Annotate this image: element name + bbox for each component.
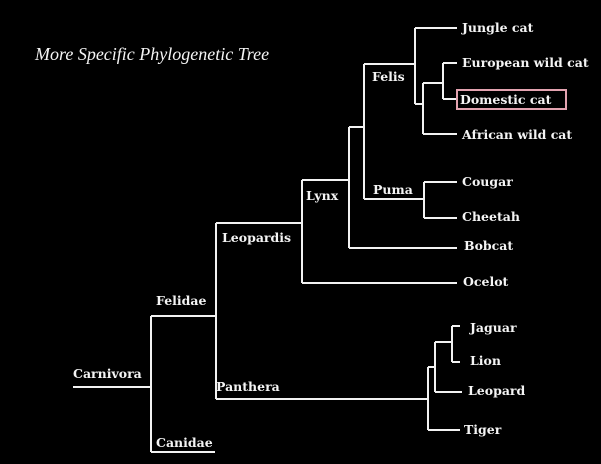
leaf-lion: Lion	[470, 353, 501, 368]
tree-branches	[73, 27, 462, 453]
leaf-cougar: Cougar	[462, 174, 513, 189]
branch-felidae	[215, 222, 428, 400]
leaf-african-wild-cat: African wild cat	[461, 127, 572, 142]
branch-panthera	[427, 325, 462, 431]
leaf-jungle-cat: Jungle cat	[461, 20, 534, 35]
branch-puma	[423, 181, 457, 219]
highlight-box	[456, 89, 567, 110]
internal-node-labels: Carnivora Felidae Canidae Leopardis Pant…	[73, 69, 413, 450]
diagram-title: More Specific Phylogenetic Tree	[34, 44, 269, 64]
node-label-puma: Puma	[373, 182, 413, 197]
node-label-canidae: Canidae	[156, 435, 213, 450]
leaf-european-wild-cat: European wild cat	[462, 55, 589, 70]
leaf-cheetah: Cheetah	[462, 209, 520, 224]
leaf-labels: Jungle cat European wild cat Domestic ca…	[460, 20, 589, 437]
leaf-domestic-cat: Domestic cat	[460, 92, 552, 107]
leaf-bobcat: Bobcat	[464, 238, 513, 253]
branch-carnivora	[73, 315, 216, 453]
node-label-leopardis: Leopardis	[222, 230, 291, 245]
node-label-panthera: Panthera	[216, 379, 280, 394]
branch-felis-puma	[363, 63, 424, 200]
leaf-jaguar: Jaguar	[469, 320, 517, 335]
branch-lynx	[348, 126, 457, 249]
node-label-felis: Felis	[372, 69, 405, 84]
node-label-carnivora: Carnivora	[73, 366, 142, 381]
leaf-tiger: Tiger	[464, 422, 502, 437]
branch-felis	[414, 27, 457, 135]
node-label-felidae: Felidae	[156, 293, 206, 308]
leaf-leopard: Leopard	[468, 383, 526, 398]
leaf-ocelot: Ocelot	[463, 274, 509, 289]
node-label-lynx: Lynx	[306, 188, 339, 203]
branch-leopardis	[301, 179, 457, 284]
